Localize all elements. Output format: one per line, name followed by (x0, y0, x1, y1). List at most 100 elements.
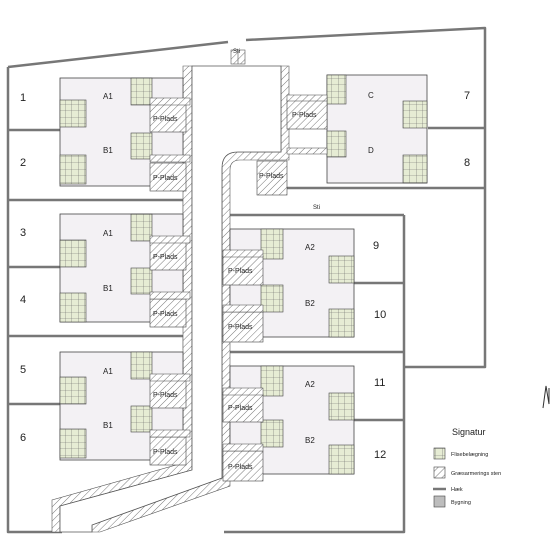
legend-swatch-tiles (433, 447, 446, 460)
path-label-middle: Sti (313, 205, 320, 211)
parking-spot (222, 255, 264, 286)
plot-number-6: 6 (20, 432, 26, 444)
plot-number-5: 5 (20, 364, 26, 376)
tile-pad (59, 99, 87, 128)
tile-pad (328, 392, 355, 421)
east-block (256, 74, 428, 196)
walkway (222, 387, 264, 396)
plot-number-2: 2 (20, 157, 26, 169)
legend-swatch-grass-stones (433, 466, 446, 479)
west-block-row-2 (59, 213, 191, 328)
plot-number-3: 3 (20, 227, 26, 239)
walkway (149, 429, 191, 438)
hedge-north-east (245, 26, 487, 369)
plot-number-9: 9 (373, 240, 379, 252)
legend-label-grass-stones: Græsarmerings sten (451, 471, 501, 477)
parking-label: P-Plads (153, 449, 178, 456)
building-label: D (368, 146, 374, 155)
parking-label: P-Plads (153, 175, 178, 182)
parking-label: P-Plads (259, 173, 284, 180)
walkway (286, 94, 328, 102)
parking-label: P-Plads (292, 112, 317, 119)
building-label: B1 (103, 146, 113, 155)
path-label-north: Sti (233, 49, 240, 55)
parking-spot (149, 103, 187, 133)
walkway (149, 154, 191, 163)
building-label: C (368, 91, 374, 100)
tile-pad (130, 267, 153, 295)
walkway (222, 249, 264, 258)
tile-pad (130, 77, 153, 106)
legend-label-hedge: Hæk (451, 487, 463, 493)
building-label: B2 (305, 299, 315, 308)
plot-number-7: 7 (464, 90, 470, 102)
parking-spot (256, 160, 288, 196)
tile-pad (326, 130, 347, 158)
walkway (222, 443, 264, 452)
building-label: B1 (103, 284, 113, 293)
tile-pad (260, 284, 284, 313)
parking-spot (222, 450, 264, 482)
mid-block-lower (222, 365, 355, 482)
tile-pad (130, 213, 153, 242)
parking-label: P-Plads (228, 464, 253, 471)
tile-pad (130, 351, 153, 380)
tile-pad (328, 308, 355, 338)
plot-number-11: 11 (374, 377, 385, 389)
plot-number-4: 4 (20, 294, 26, 306)
tile-pad (326, 74, 347, 105)
legend: Signatur Flisebelægning Græsarmerings st… (433, 427, 501, 508)
parking-spot (149, 241, 187, 271)
north-path (230, 49, 246, 65)
tile-pad (402, 100, 428, 129)
tile-pad (328, 255, 355, 284)
tile-pad (130, 132, 153, 160)
access-road (51, 65, 290, 533)
tile-pad (260, 419, 284, 448)
parking-spot (286, 98, 328, 130)
parking-label: P-Plads (228, 324, 253, 331)
parking-label: P-Plads (153, 311, 178, 318)
building-label: A2 (305, 243, 315, 252)
tile-pad (59, 154, 87, 185)
plot-number-12: 12 (374, 449, 386, 461)
tile-pad (59, 239, 87, 268)
parking-label: P-Plads (228, 405, 253, 412)
walkway (222, 304, 264, 313)
north-arrow-icon (542, 385, 550, 409)
building-label: A1 (103, 92, 113, 101)
hedge-east-lower (224, 215, 406, 534)
mid-block-upper (222, 228, 355, 343)
parking-label: P-Plads (153, 254, 178, 261)
parking-spot (149, 298, 187, 328)
west-block-row-3 (59, 351, 191, 466)
legend-label-building: Bygning (451, 500, 471, 506)
parking-spot (149, 162, 187, 192)
walkway (149, 373, 191, 382)
walkway (286, 147, 328, 155)
plot-number-8: 8 (464, 157, 470, 169)
hedge-north-west (7, 40, 229, 69)
building-labels: A1 B1 A1 B1 A1 B1 A2 B2 A2 B2 C D (103, 91, 374, 445)
building-label: A1 (103, 229, 113, 238)
tile-pad (260, 228, 284, 260)
tile-pad (59, 292, 87, 323)
building-label: A1 (103, 367, 113, 376)
hedge-outer-west (6, 67, 62, 534)
parking-spot (222, 393, 264, 423)
tile-pad (130, 405, 153, 433)
west-block-row-1 (59, 77, 191, 192)
walkway (149, 291, 191, 300)
legend-title: Signatur (452, 427, 486, 437)
parking-label: P-Plads (153, 116, 178, 123)
plot-numbers: 1 2 3 4 5 6 7 8 9 10 11 12 (20, 90, 470, 461)
walkway (149, 235, 191, 244)
tile-pad (260, 365, 284, 397)
tile-pad (59, 428, 87, 459)
road-surface (59, 65, 282, 533)
parking-label: P-Plads (153, 392, 178, 399)
parking-spot (149, 379, 187, 409)
tile-pad (402, 154, 428, 184)
legend-swatch-building (433, 495, 446, 508)
